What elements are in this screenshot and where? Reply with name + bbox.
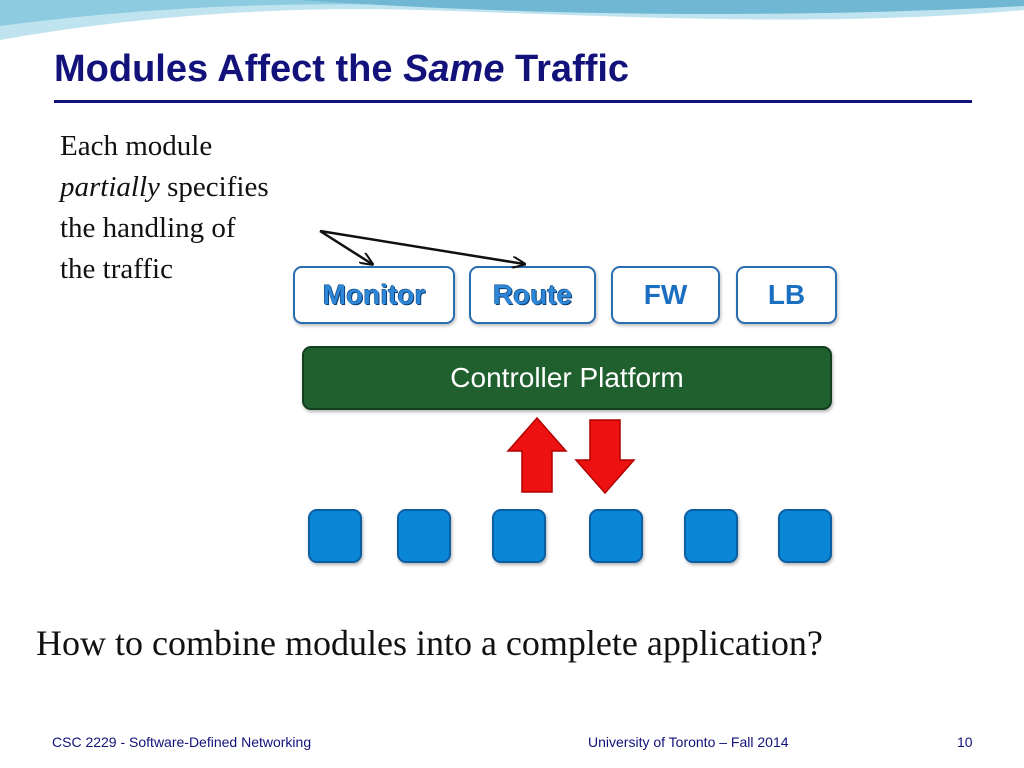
description-line-3: the handling of	[60, 212, 236, 244]
module-lb: LB	[736, 266, 837, 324]
controller-platform: Controller Platform	[302, 346, 832, 410]
footer-course: CSC 2229 - Software-Defined Networking	[52, 734, 312, 750]
switch-5	[684, 509, 738, 563]
down-arrow-icon	[574, 419, 636, 495]
switch-1	[308, 509, 362, 563]
slide-title: Modules Affect the Same Traffic	[54, 48, 629, 91]
description-line-2: partially specifies	[60, 167, 330, 208]
description-emphasis: partially	[60, 171, 160, 203]
footer-university: University of Toronto – Fall 2014	[588, 734, 789, 750]
description-line-4: the traffic	[60, 253, 173, 285]
title-underline	[54, 100, 972, 103]
footer-page-number: 10	[957, 734, 973, 750]
switch-4	[589, 509, 643, 563]
up-arrow-icon	[506, 416, 568, 493]
module-route: Route	[469, 266, 596, 324]
switch-2	[397, 509, 451, 563]
title-emphasis: Same	[403, 48, 505, 90]
module-monitor: Monitor	[293, 266, 455, 324]
title-part2: Traffic	[504, 48, 630, 90]
header-wave-decoration	[0, 0, 1024, 40]
module-description: Each module partially specifies the hand…	[60, 126, 330, 290]
module-fw: FW	[611, 266, 720, 324]
title-part1: Modules Affect the	[54, 48, 404, 90]
question-text: How to combine modules into a complete a…	[36, 623, 823, 663]
description-line-2-rest: specifies	[159, 171, 269, 203]
pointer-arrow-to-route	[319, 229, 524, 264]
switch-3	[492, 509, 546, 563]
switch-6	[778, 509, 832, 563]
description-line-1: Each module	[60, 130, 213, 162]
